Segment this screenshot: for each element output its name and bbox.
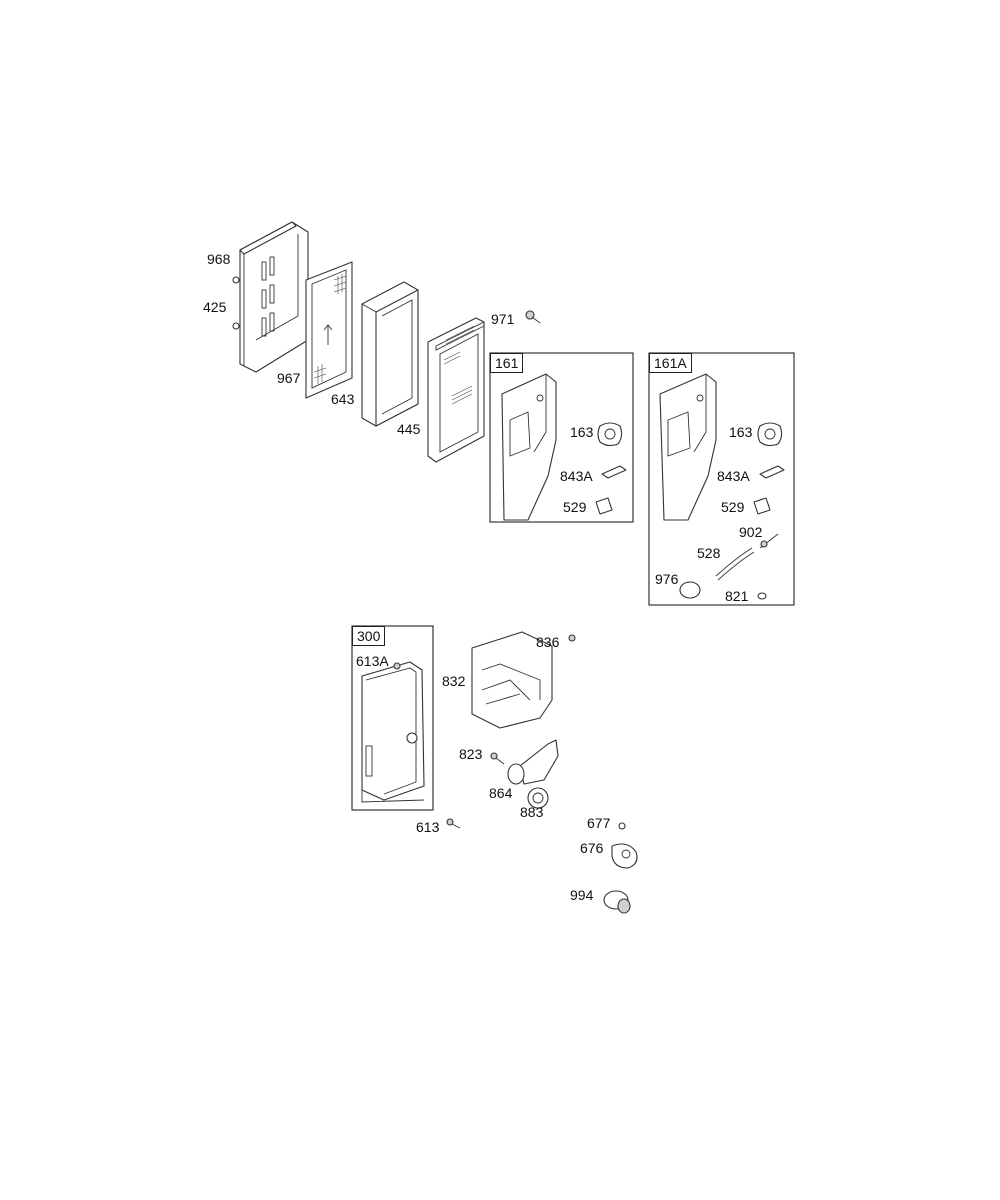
heat-shield-drawing (471, 631, 576, 729)
callout-968: 968 (207, 251, 231, 267)
box-label-300: 300 (352, 626, 386, 646)
callout-613A: 613A (356, 653, 389, 669)
spark-arrestor-drawing (603, 822, 638, 914)
callout-445: 445 (397, 421, 421, 437)
callout-832: 832 (442, 673, 466, 689)
callout-425: 425 (203, 299, 227, 315)
callout-643: 643 (331, 391, 355, 407)
air-filter-drawing (427, 317, 485, 463)
callout-528: 528 (697, 545, 721, 561)
callout-613: 613 (416, 819, 440, 835)
callout-843A-b: 843A (717, 468, 750, 484)
pre-cleaner-panel-drawing (305, 261, 353, 399)
callout-883: 883 (520, 804, 544, 820)
callout-843A-a: 843A (560, 468, 593, 484)
callout-823: 823 (459, 746, 483, 762)
air-cleaner-cover-drawing (232, 221, 309, 373)
callout-967: 967 (277, 370, 301, 386)
callout-971: 971 (491, 311, 515, 327)
group-161A-box (648, 352, 795, 606)
callout-676: 676 (580, 840, 604, 856)
exhaust-pipe-drawing (490, 739, 559, 809)
callout-677: 677 (587, 815, 611, 831)
callout-994: 994 (570, 887, 594, 903)
group-300-box (351, 625, 461, 829)
callout-529-a: 529 (563, 499, 587, 515)
filter-frame-drawing (361, 281, 419, 427)
callout-821: 821 (725, 588, 749, 604)
callout-902: 902 (739, 524, 763, 540)
box-label-161: 161 (490, 353, 524, 373)
callout-529-b: 529 (721, 499, 745, 515)
screw-971-drawing (525, 310, 541, 324)
callout-163-b: 163 (729, 424, 753, 440)
callout-163-a: 163 (570, 424, 594, 440)
callout-976: 976 (655, 571, 679, 587)
group-161-box (489, 352, 634, 523)
callout-864: 864 (489, 785, 513, 801)
callout-836: 836 (536, 634, 560, 650)
box-label-161A: 161A (649, 353, 692, 373)
